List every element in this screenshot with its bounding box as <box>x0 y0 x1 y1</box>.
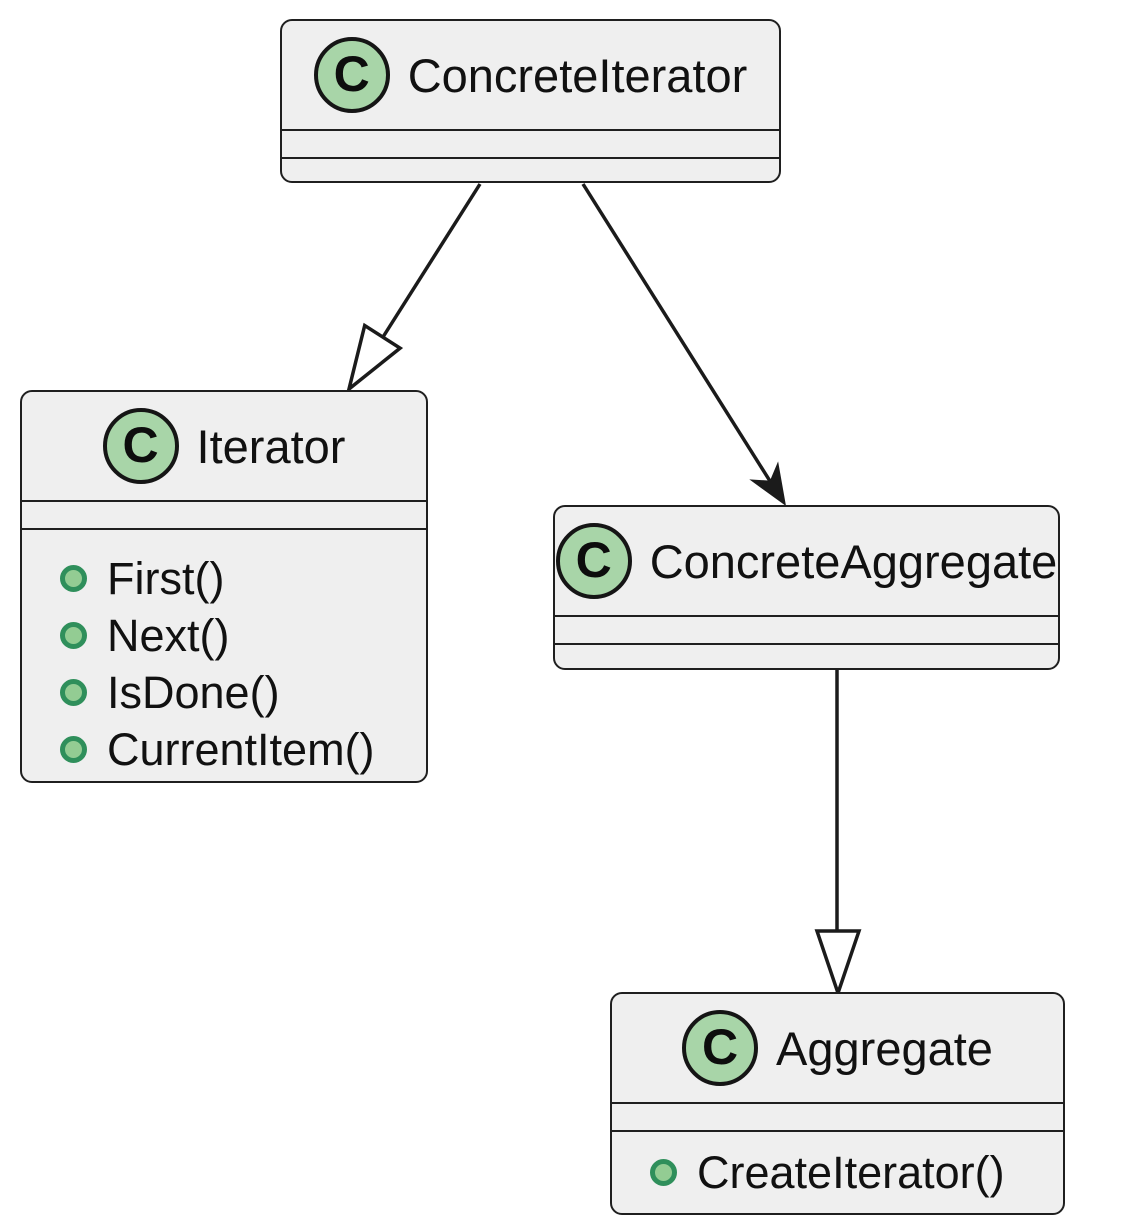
class-badge-icon: C <box>555 523 632 599</box>
divider <box>555 643 1058 645</box>
class-name: Aggregate <box>776 1021 993 1075</box>
inheritance-arrow-concreteaggregate-to-aggregate <box>814 670 862 999</box>
class-badge-icon: C <box>102 408 179 484</box>
method-visibility-icon <box>650 1159 677 1186</box>
divider <box>282 129 779 131</box>
class-node-iterator: C Iterator First() Next() IsDone() Curre… <box>20 390 428 783</box>
inheritance-arrow-concreteiterator-to-iterator <box>346 183 482 394</box>
attributes-section-empty <box>555 617 1058 643</box>
methods-section-empty <box>555 645 1058 668</box>
method-row: IsDone() <box>22 664 426 721</box>
method-name: First() <box>107 553 225 604</box>
method-row: CurrentItem() <box>22 721 426 778</box>
class-header: C ConcreteIterator <box>282 21 779 129</box>
method-name: CurrentItem() <box>107 724 375 775</box>
class-name: ConcreteAggregate <box>649 534 1058 588</box>
method-name: Next() <box>107 610 230 661</box>
class-node-concreteiterator: C ConcreteIterator <box>280 19 781 183</box>
attributes-section-empty <box>282 131 779 157</box>
methods-section-empty <box>282 159 779 181</box>
divider <box>555 615 1058 617</box>
method-visibility-icon <box>60 565 87 592</box>
divider <box>22 500 426 502</box>
attributes-section-empty <box>22 502 426 528</box>
method-name: CreateIterator() <box>697 1147 1005 1198</box>
method-row: Next() <box>22 607 426 664</box>
class-name: Iterator <box>196 419 346 473</box>
class-header: C ConcreteAggregate <box>555 507 1058 615</box>
methods-section: CreateIterator() <box>612 1132 1063 1213</box>
association-arrow-concreteiterator-to-concreteaggregate <box>581 183 786 506</box>
method-row: CreateIterator() <box>612 1144 1063 1201</box>
class-header: C Iterator <box>22 392 426 500</box>
class-node-aggregate: C Aggregate CreateIterator() <box>610 992 1065 1215</box>
method-row: First() <box>22 550 426 607</box>
class-name: ConcreteIterator <box>407 48 748 102</box>
divider <box>612 1130 1063 1132</box>
class-badge-icon: C <box>313 37 390 113</box>
divider <box>22 528 426 530</box>
methods-section: First() Next() IsDone() CurrentItem() <box>22 530 426 781</box>
method-visibility-icon <box>60 736 87 763</box>
class-badge-icon: C <box>682 1010 759 1086</box>
method-visibility-icon <box>60 622 87 649</box>
attributes-section-empty <box>612 1104 1063 1130</box>
divider <box>612 1102 1063 1104</box>
class-header: C Aggregate <box>612 994 1063 1102</box>
class-node-concreteaggregate: C ConcreteAggregate <box>553 505 1060 670</box>
divider <box>282 157 779 159</box>
method-name: IsDone() <box>107 667 280 718</box>
method-visibility-icon <box>60 679 87 706</box>
